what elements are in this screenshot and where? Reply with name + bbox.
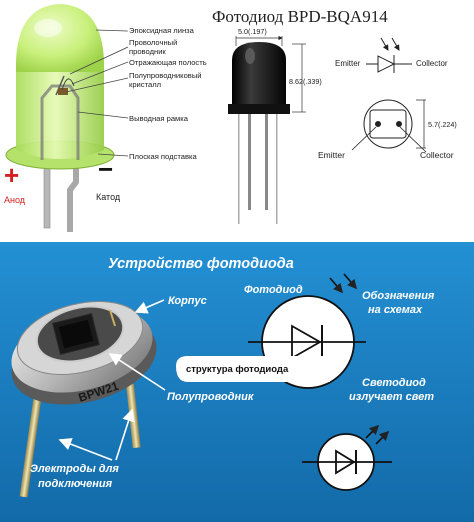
photodiode-schematic-symbol: [366, 37, 412, 73]
symbol-collector-label: Collector: [416, 59, 448, 68]
cathode-label: Катод: [96, 192, 121, 202]
part-label-leadframe: Выводная рамка: [129, 114, 189, 123]
label-electrodes-line2: подключения: [38, 478, 113, 490]
label-symbols-line2: на схемах: [368, 304, 423, 316]
part-label-cavity: Отражающая полость: [129, 58, 207, 67]
label-symbols-line1: Обозначения: [362, 290, 435, 302]
label-led-line2: излучает свет: [349, 391, 434, 403]
part-label-crystal-1: Полупроводниковый: [129, 71, 202, 80]
anode-plus-sign: +: [4, 160, 19, 190]
dim-width-label: 5.0(.197): [238, 27, 267, 36]
dim-height-label: 8.62(.339): [289, 77, 322, 86]
label-photodiode: Фотодиод: [244, 284, 303, 296]
part-label-crystal-2: кристалл: [129, 80, 161, 89]
part-label-wire-1: Проволочный: [129, 38, 177, 47]
label-led-line1: Светодиод: [362, 377, 426, 389]
part-label-base: Плоская подставка: [129, 152, 197, 161]
part-leaders: [65, 29, 129, 157]
blue-panel-arrows: [58, 299, 166, 461]
bottom-collector-label: Collector: [420, 150, 454, 160]
cathode-minus-sign: −: [98, 154, 113, 184]
label-structure: структура фотодиода: [186, 364, 289, 375]
top-title: Фотодиод BPD-BQA914: [212, 7, 388, 26]
label-housing: Корпус: [168, 295, 207, 307]
dim-pitch-label: 5.7(.224): [428, 120, 457, 129]
bottom-emitter-label: Emitter: [318, 150, 345, 160]
anode-label: Анод: [4, 195, 26, 205]
led-illustration: [5, 4, 115, 232]
emitted-light-arrows: [365, 424, 390, 445]
panel-heading: Устройство фотодиода: [108, 256, 294, 272]
part-label-lens: Эпоксидная линза: [129, 26, 195, 35]
black-photodiode-drawing: [228, 35, 306, 224]
label-semiconductor: Полупроводник: [167, 391, 255, 403]
part-label-wire-2: проводник: [129, 47, 166, 56]
symbol-emitter-label: Emitter: [335, 59, 361, 68]
bottom-view-drawing: [351, 99, 427, 153]
incoming-light-arrows: [329, 273, 358, 294]
structure-label-box: [176, 356, 330, 382]
led-symbol-circle: [302, 433, 392, 491]
label-electrodes-line1: Электроды для: [30, 463, 119, 475]
